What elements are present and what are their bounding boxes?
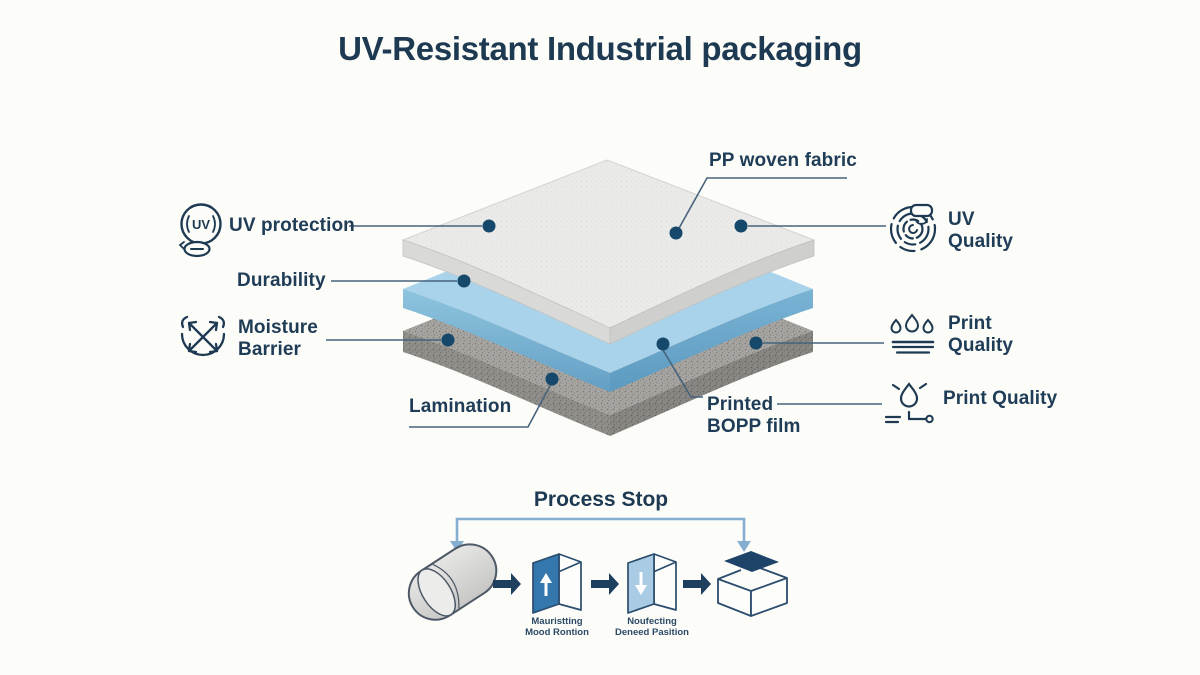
process-arrow-2 [591,573,619,595]
label-uv-quality: UV Quality [948,209,1014,252]
label-lamination: Lamination [409,396,512,417]
print-quality-drops-icon [890,313,935,354]
print-quality-droplet-icon [884,382,934,424]
moisture-barrier-icon [180,315,226,357]
pp-woven-fabric-layer [401,159,816,345]
uv-quality-icon [889,203,937,253]
uv-protection-icon: UV [178,203,222,258]
uv-badge-text: UV [192,217,210,232]
fabric-roll-icon [407,543,498,621]
process-title: Process Stop [533,488,669,511]
process-step2-caption: Mauristting Mood Rontion [525,616,589,638]
process-arrow-1 [493,573,521,595]
label-moisture-barrier: Moisture Barrier [238,317,318,360]
callout-lines [326,177,886,428]
process-step3-caption: Noufecting Deneed Pasition [615,616,689,638]
process-arrow-3 [683,573,711,595]
box-down-arrow-icon [627,553,677,614]
box-up-arrow-icon [532,553,582,614]
page-title: UV-Resistant Industrial packaging [338,30,862,67]
label-print-quality-stacked: Print Quality [948,313,1014,356]
process-bracket [450,517,751,552]
label-uv-protection: UV protection [229,215,355,236]
label-printed-bopp-film: Printed BOPP film [707,394,801,437]
label-print-quality: Print Quality [943,388,1058,409]
label-durability: Durability [237,270,326,291]
flat-sheet-box-icon [717,551,788,617]
callout-dots [441,219,763,386]
label-pp-woven-fabric: PP woven fabric [709,150,857,171]
